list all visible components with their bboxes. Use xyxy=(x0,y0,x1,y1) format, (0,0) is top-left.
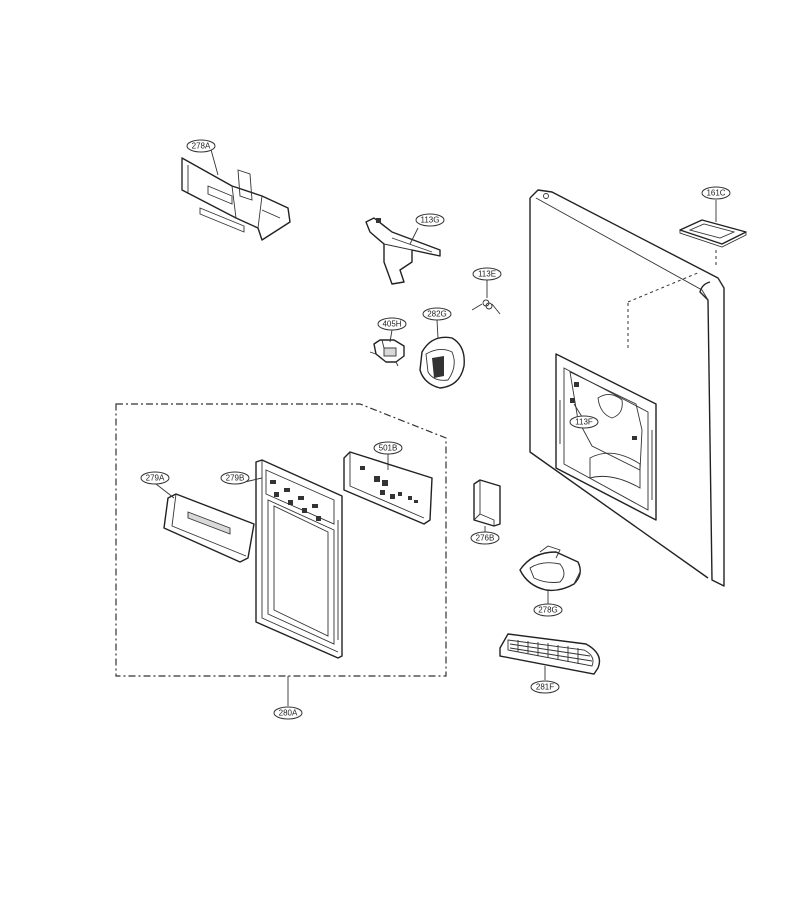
label-282G: 282G xyxy=(422,307,452,321)
part-279B xyxy=(255,459,343,659)
label-278A: 278A xyxy=(186,139,216,153)
svg-text:113F: 113F xyxy=(575,418,593,427)
assembly-280A-outline xyxy=(115,403,447,677)
label-113F: 113F xyxy=(569,415,599,429)
svg-text:405H: 405H xyxy=(382,320,401,329)
label-113E: 113E xyxy=(472,267,502,281)
svg-text:501B: 501B xyxy=(379,444,398,453)
svg-text:276B: 276B xyxy=(476,534,495,543)
label-278G: 278G xyxy=(533,603,563,617)
part-405H xyxy=(369,339,405,367)
part-276B xyxy=(473,479,501,527)
part-281F xyxy=(499,633,601,675)
part-501B xyxy=(343,451,433,525)
svg-text:281F: 281F xyxy=(536,683,554,692)
svg-text:278G: 278G xyxy=(538,606,558,615)
part-282G xyxy=(419,336,465,389)
part-161C xyxy=(679,219,747,248)
svg-text:161C: 161C xyxy=(706,189,725,198)
svg-text:282G: 282G xyxy=(427,310,447,319)
label-113G: 113G xyxy=(415,213,445,227)
label-280A: 280A xyxy=(273,706,303,720)
label-276B: 276B xyxy=(470,531,500,545)
svg-text:278A: 278A xyxy=(192,142,211,151)
part-278A xyxy=(181,157,291,241)
label-281F: 281F xyxy=(530,680,560,694)
part-113G xyxy=(365,217,441,285)
label-279B: 279B xyxy=(220,471,250,485)
part-278G xyxy=(519,545,581,592)
svg-text:279A: 279A xyxy=(146,474,165,483)
svg-text:279B: 279B xyxy=(226,474,245,483)
svg-text:113G: 113G xyxy=(421,216,440,225)
part-279A xyxy=(163,493,255,563)
label-405H: 405H xyxy=(377,317,407,331)
svg-text:113E: 113E xyxy=(478,270,496,279)
door-panel xyxy=(529,189,725,587)
part-113E xyxy=(471,299,501,315)
label-501B: 501B xyxy=(373,441,403,455)
label-161C: 161C xyxy=(701,186,731,200)
svg-text:280A: 280A xyxy=(279,709,298,718)
label-279A: 279A xyxy=(140,471,170,485)
